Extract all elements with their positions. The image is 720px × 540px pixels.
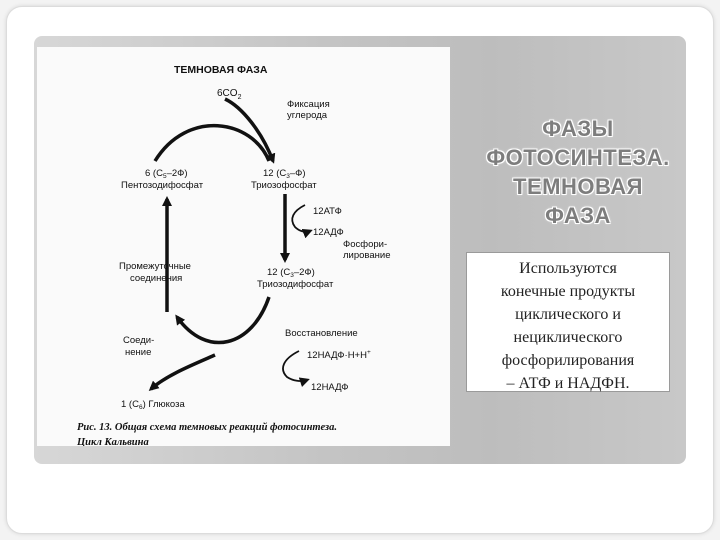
summary-line: фосфорилирования bbox=[501, 352, 635, 369]
combination-line2: нение bbox=[125, 347, 151, 358]
atp-adp-arrow bbox=[291, 204, 313, 239]
atp-label: 12АТФ bbox=[313, 206, 342, 217]
summary-line: Используются bbox=[519, 260, 617, 277]
figure-caption-line2: Цикл Кальвина bbox=[76, 437, 149, 446]
adp-label: 12АДФ bbox=[313, 227, 344, 238]
figure-heading: ТЕМНОВАЯ ФАЗА bbox=[174, 64, 268, 76]
summary-line: конечные продукты bbox=[500, 283, 636, 300]
slide-title-line: ФАЗА bbox=[545, 203, 611, 228]
triose-node-name: Триозофосфат bbox=[251, 180, 317, 191]
top-arc bbox=[153, 124, 271, 162]
pentose-node-name: Пентозодифосфат bbox=[121, 180, 204, 191]
summary-textbox: Используются конечные продукты циклическ… bbox=[466, 252, 670, 392]
triose-diphosphate-name: Триозодифосфат bbox=[257, 279, 334, 290]
slide-title-line: ФОТОСИНТЕЗА. bbox=[486, 145, 670, 170]
nadp-label: 12НАДФ bbox=[311, 382, 349, 393]
figure-caption: Рис. 13. Общая схема темновых реакций фо… bbox=[77, 422, 337, 433]
nadph-nadp-arrow bbox=[282, 350, 310, 387]
reduction-label: Восстановление bbox=[285, 328, 358, 339]
calvin-cycle-diagram: ТЕМНОВАЯ ФАЗА 6CO2 Фиксация углерода 6 (… bbox=[76, 64, 390, 446]
combination-line1: Соеди- bbox=[123, 335, 154, 346]
co2-fixation-arrow bbox=[224, 97, 276, 164]
glucose-label: 1 (C6) Глюкоза bbox=[121, 399, 185, 411]
calvin-cycle-figure: ТЕМНОВАЯ ФАЗА 6CO2 Фиксация углерода 6 (… bbox=[37, 47, 450, 446]
summary-line: циклического и bbox=[515, 306, 621, 323]
nadph-label: 12НАДФ·Н+Н+ bbox=[307, 349, 371, 361]
pentose-node-formula: 6 (C5–2Ф) bbox=[145, 168, 188, 180]
glucose-arrow bbox=[148, 353, 216, 391]
intermediate-line1: Промежуточные bbox=[119, 261, 191, 272]
summary-line: нециклического bbox=[513, 329, 623, 346]
fixation-label-line1: Фиксация bbox=[287, 99, 330, 110]
co2-label: 6CO2 bbox=[217, 88, 242, 101]
reduction-arc bbox=[175, 296, 271, 345]
phosphorylation-line2: лирование bbox=[343, 250, 390, 261]
slide-title-line: ФАЗЫ bbox=[542, 116, 614, 141]
phosphorylation-line1: Фосфори- bbox=[343, 239, 387, 250]
summary-line: – АТФ и НАДФН. bbox=[506, 375, 630, 392]
fixation-label-line2: углерода bbox=[287, 110, 328, 121]
intermediate-line2: соединения bbox=[130, 273, 182, 284]
slide-title-line: ТЕМНОВАЯ bbox=[513, 174, 643, 199]
triose-node-formula: 12 (C3–Ф) bbox=[263, 168, 306, 180]
triose-diphosphate-formula: 12 (C3–2Ф) bbox=[267, 267, 315, 279]
slide-title: ФАЗЫ ФОТОСИНТЕЗА. ТЕМНОВАЯ ФАЗА bbox=[462, 114, 694, 230]
